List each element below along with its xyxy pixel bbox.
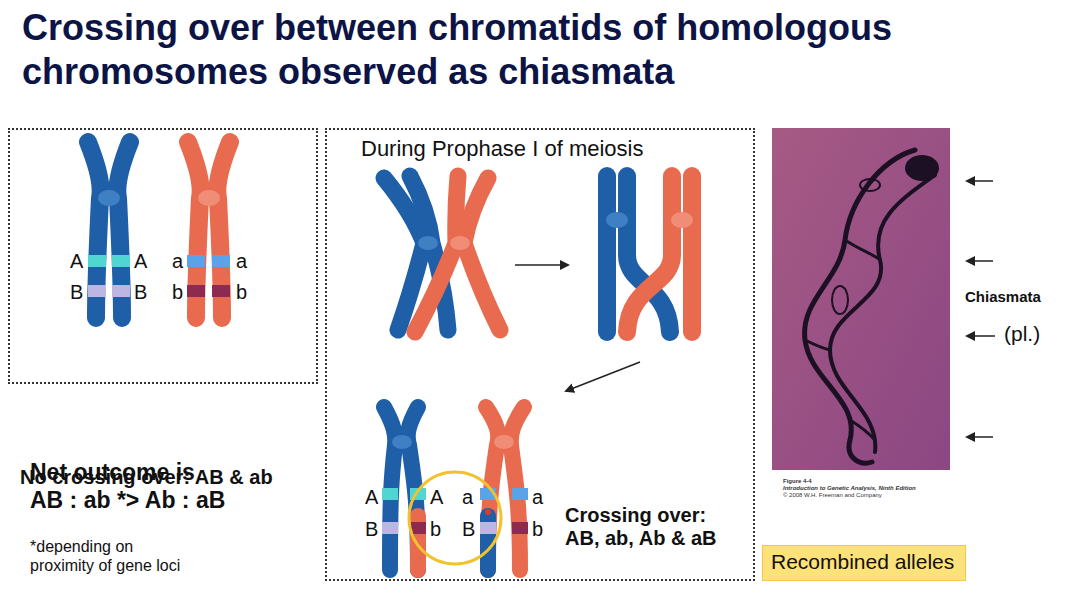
gene-band [212,255,230,267]
centromere [198,190,220,206]
crossing-chromosomes [464,178,500,330]
figure-credit: Figure 4-4 [783,478,812,485]
panel-heading: During Prophase I of meiosis [361,136,643,161]
gene-label: b [236,281,247,303]
synapsed-chromosomes [683,176,701,332]
gene-label: a [236,250,247,272]
gene-label: B [70,281,83,303]
micrograph [772,128,950,470]
chiasma-strands [850,420,875,440]
chiasma-strands [805,150,938,463]
process-arrow [515,264,568,266]
panel-caption: No crossing over: AB & ab [20,466,273,489]
gene-band [112,255,130,267]
footnote: *depending on proximity of gene loci [30,537,190,575]
gene-band [112,285,130,297]
figure-credit: © 2008 W.H. Freeman and Company [783,492,882,499]
gene-label: b [172,281,183,303]
pointer-arrow [967,180,993,182]
gene-label: A [134,250,147,272]
panel-caption: Crossing over: AB, ab, Ab & aB [565,504,737,550]
gene-band [187,285,205,297]
centromere [606,212,693,228]
gene-band [187,255,205,267]
callout-label: (pl.) [1004,322,1040,346]
chromosome-pair [88,142,230,318]
pointer-arrow [967,436,993,438]
figure-credit: Introduction to Genetic Analysis, Ninth … [783,485,916,492]
gene-band [512,522,528,534]
dotted-panel: During Prophase I of meiosisCrossing ove… [325,128,755,581]
dotted-panel: No crossing over: AB & ab [8,128,318,384]
pointer-arrow [967,181,995,437]
gene-label: B [365,518,378,540]
synapsed-chromosomes [627,176,672,332]
centromere [450,236,470,250]
centromere [671,212,693,228]
gene-band [382,488,398,500]
centromere [392,435,514,449]
centromere [606,212,628,228]
gene-band [88,255,230,297]
chiasma-strands [805,340,830,350]
gene-label: A [430,486,443,508]
pointer-arrow [967,260,993,262]
centromere [418,236,438,250]
gene-label: A [70,250,83,272]
chiasma-strands [906,156,938,180]
crossing-chromosomes [415,176,458,332]
gene-label: B [134,281,147,303]
gene-band [485,509,491,515]
gene-band [88,255,106,267]
crossing-chromosomes [384,176,500,332]
chiasma-strands [832,286,848,314]
chiasma-strands [830,175,935,452]
centromere [98,190,120,206]
gene-band [512,488,528,500]
process-arrow [566,362,640,391]
recombined-chromosomes [384,407,524,570]
gene-label: B [462,518,475,540]
centromere [392,435,412,449]
chiasma-strands [860,179,880,191]
centromere [98,190,220,206]
gene-label: b [430,518,441,540]
gene-label: a [172,250,183,272]
gene-band [212,285,230,297]
gene-label: b [532,518,543,540]
centromere [418,236,470,250]
gene-label: a [462,486,473,508]
gene-band [480,522,496,534]
highlight-box: Recombined alleles [762,545,966,581]
highlight-text: Recombined alleles [771,550,954,574]
callout-label: Chiasmata [965,288,1041,306]
highlight-circle [409,472,501,564]
gene-band [88,285,106,297]
gene-band [382,488,528,534]
gene-label: A [365,486,378,508]
synapsed-chromosomes [598,176,616,332]
gene-label: a [532,486,543,508]
centromere [494,435,514,449]
gene-band [382,522,398,534]
slide-title: Crossing over between chromatids of homo… [22,6,1032,94]
synapsed-chromosomes [607,176,692,332]
chiasma-strands [845,240,880,260]
pointer-arrow [967,335,995,337]
